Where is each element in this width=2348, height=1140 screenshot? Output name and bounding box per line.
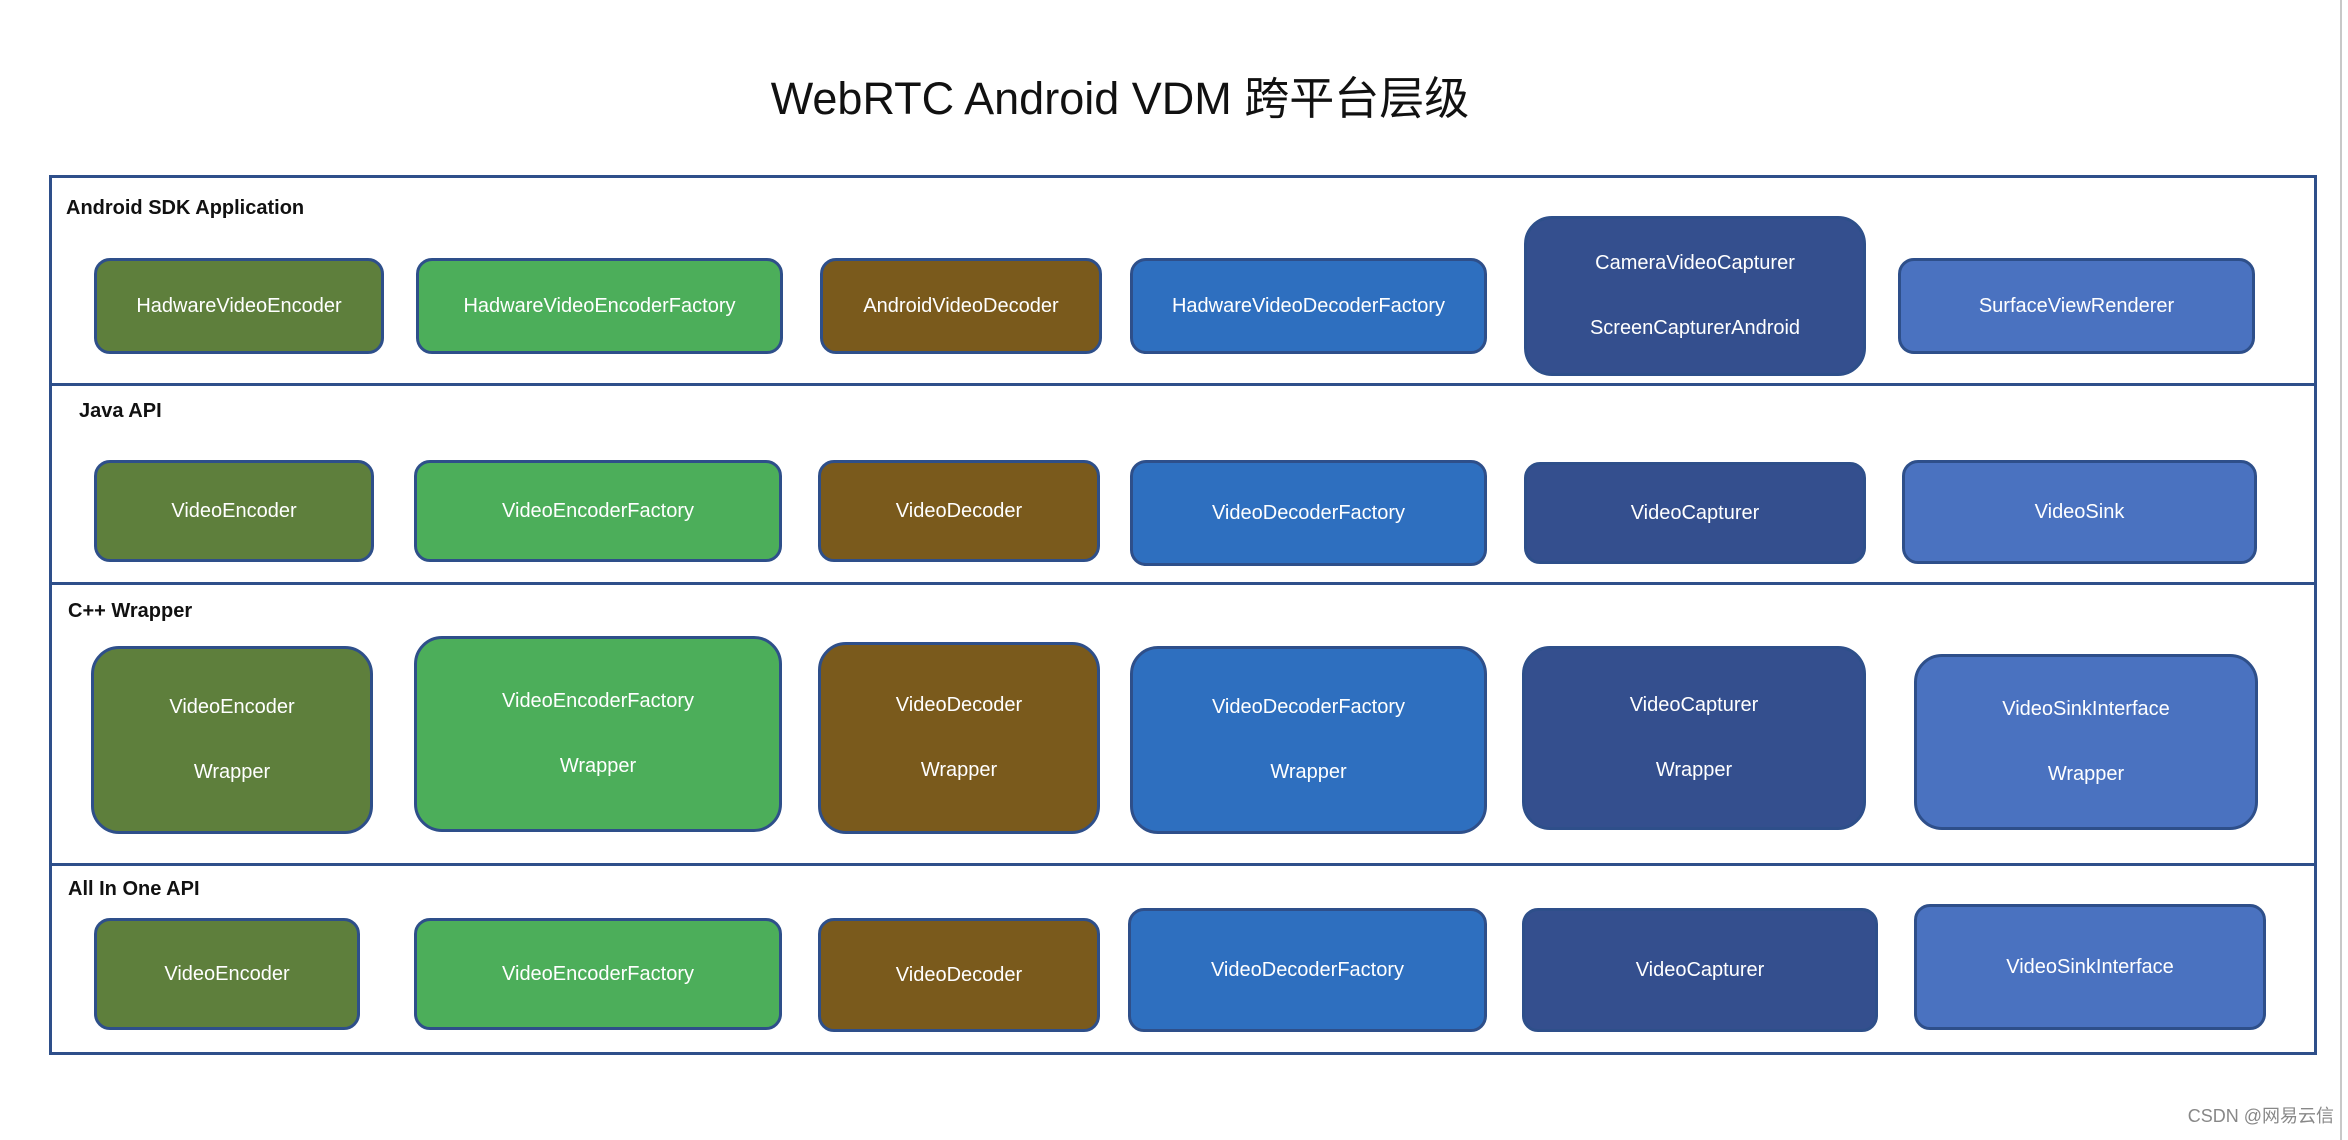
component-label: VideoCapturer xyxy=(1635,958,1765,981)
component-label: ScreenCapturerAndroid xyxy=(1589,317,1801,339)
component-box: VideoDecoderFactory xyxy=(1128,908,1487,1032)
component-box: HadwareVideoEncoder xyxy=(94,258,384,354)
component-label: VideoDecoderFactory xyxy=(1211,696,1406,718)
component-box: VideoEncoder xyxy=(94,918,360,1030)
component-box: AndroidVideoDecoder xyxy=(820,258,1102,354)
layer-divider xyxy=(49,582,2317,585)
component-box: SurfaceViewRenderer xyxy=(1898,258,2255,354)
component-box: VideoEncoder xyxy=(94,460,374,562)
component-label: VideoSink xyxy=(2034,500,2125,523)
component-label: VideoEncoderFactory xyxy=(502,962,694,985)
layer-divider xyxy=(49,863,2317,866)
component-label: VideoEncoder xyxy=(164,962,290,985)
component-label: VideoEncoder xyxy=(169,696,295,718)
component-label: VideoSinkInterface xyxy=(2002,698,2170,720)
component-label: VideoDecoder xyxy=(895,694,1023,716)
diagram-title: WebRTC Android VDM 跨平台层级 xyxy=(770,73,1470,124)
component-label: VideoEncoder xyxy=(171,499,297,522)
layer-label: All In One API xyxy=(68,878,200,900)
component-label: VideoCapturer xyxy=(1630,501,1760,524)
component-label: Wrapper xyxy=(1655,759,1733,781)
component-label: VideoEncoderFactory xyxy=(502,499,694,522)
component-label: HadwareVideoDecoderFactory xyxy=(1171,294,1446,317)
component-label: Wrapper xyxy=(559,755,637,777)
layer-label: Java API xyxy=(79,400,162,422)
component-label: Wrapper xyxy=(2047,763,2125,785)
component-box: VideoSink xyxy=(1902,460,2257,564)
component-box: VideoCapturer xyxy=(1522,908,1878,1032)
layer-label: Android SDK Application xyxy=(66,197,305,219)
component-label: VideoEncoderFactory xyxy=(502,690,694,712)
layer-frame xyxy=(49,175,2317,1055)
component-label: VideoDecoder xyxy=(895,499,1023,522)
component-box: HadwareVideoEncoderFactory xyxy=(416,258,783,354)
component-label: Wrapper xyxy=(920,759,998,781)
component-label: SurfaceViewRenderer xyxy=(1978,294,2175,317)
component-label: VideoDecoderFactory xyxy=(1210,958,1405,981)
component-label: VideoDecoder xyxy=(895,963,1023,986)
layer-label: C++ Wrapper xyxy=(68,600,193,622)
component-label: VideoSinkInterface xyxy=(2006,955,2174,978)
component-label: Wrapper xyxy=(1270,761,1347,783)
component-box: VideoSinkInterface xyxy=(1914,904,2266,1030)
page-edge-line xyxy=(2340,0,2342,1140)
component-label: AndroidVideoDecoder xyxy=(863,294,1059,317)
component-label: VideoCapturer xyxy=(1629,694,1759,716)
component-box: VideoDecoder xyxy=(818,460,1100,562)
component-label: HadwareVideoEncoderFactory xyxy=(463,294,736,317)
component-box: VideoCapturer xyxy=(1524,462,1866,564)
layer-divider xyxy=(49,383,2317,386)
component-box: VideoEncoderFactory xyxy=(414,918,782,1030)
component-box: VideoDecoderFactory xyxy=(1130,460,1487,566)
component-label: HadwareVideoEncoder xyxy=(136,294,342,317)
component-label: CameraVideoCapturer xyxy=(1595,252,1795,274)
component-box: VideoDecoder xyxy=(818,918,1100,1032)
component-label: Wrapper xyxy=(193,761,271,783)
component-box: VideoEncoderFactory xyxy=(414,460,782,562)
watermark: CSDN @网易云信 xyxy=(2187,1106,2334,1126)
component-box: HadwareVideoDecoderFactory xyxy=(1130,258,1487,354)
component-label: VideoDecoderFactory xyxy=(1211,501,1406,524)
